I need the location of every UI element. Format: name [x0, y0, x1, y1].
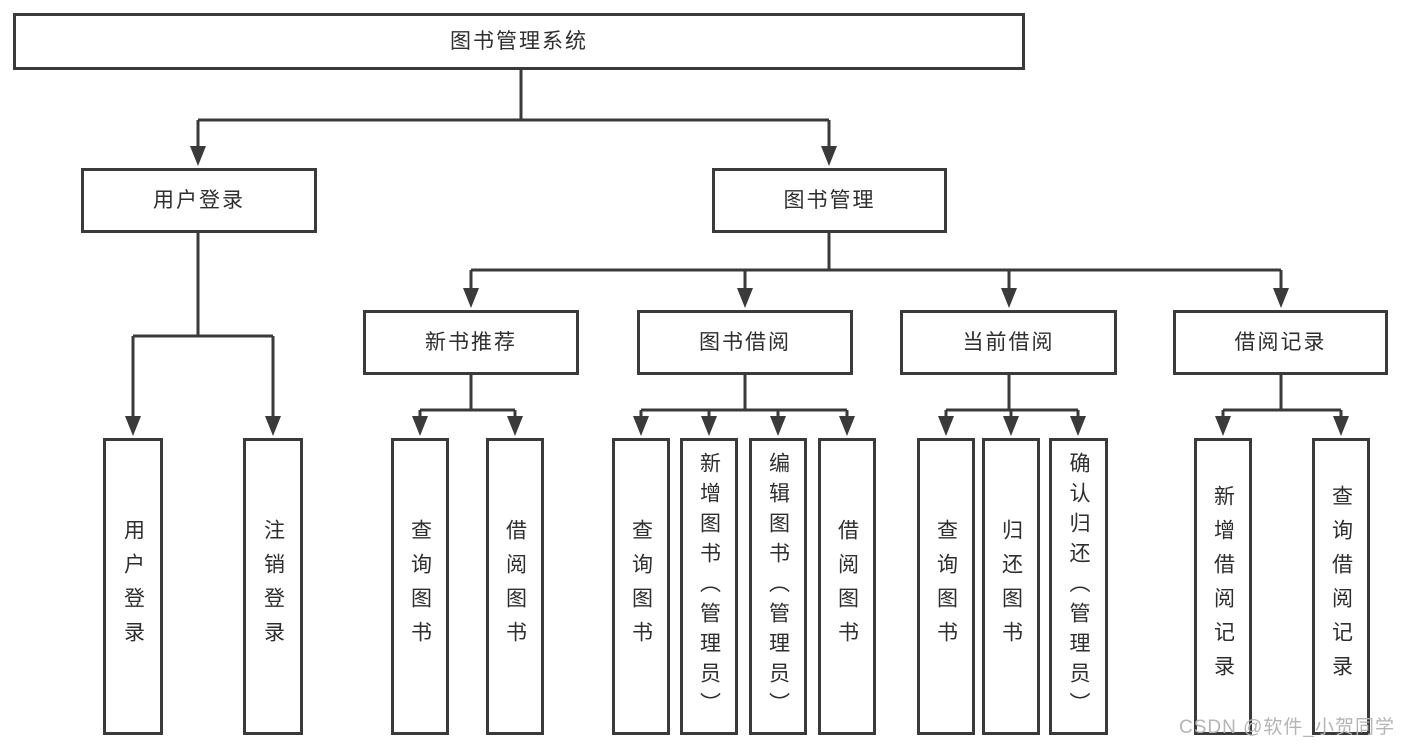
connector-root-to-level2 — [190, 70, 837, 166]
node-user-login: 用户登录 — [81, 168, 317, 233]
node-label: 借阅记录 — [1234, 331, 1327, 354]
leaf-label: 借阅图书 — [503, 518, 527, 655]
leaf-query-books-1: 查询图书 — [391, 438, 449, 735]
node-label: 新书推荐 — [425, 331, 517, 354]
node-label: 图书借阅 — [699, 331, 791, 354]
leaf-return-books: 归还图书 — [982, 438, 1040, 735]
leaf-label: 用户登录 — [121, 518, 145, 655]
connector-book-borrow-children — [633, 375, 855, 436]
leaf-label: 新增借阅记录 — [1211, 484, 1235, 689]
leaf-logout: 注销登录 — [243, 438, 303, 735]
leaf-label: 借阅图书 — [835, 518, 859, 655]
connector-current-borrow-children — [938, 375, 1086, 436]
leaf-label: 查询图书 — [408, 518, 432, 655]
leaf-query-books-2: 查询图书 — [612, 438, 670, 735]
leaf-label: 注销登录 — [261, 518, 285, 655]
leaf-label: 查询图书 — [629, 518, 653, 655]
node-new-book-recommend: 新书推荐 — [363, 310, 579, 375]
node-borrow-records: 借阅记录 — [1173, 310, 1388, 375]
node-book-borrow: 图书借阅 — [637, 310, 853, 375]
node-current-borrow: 当前借阅 — [900, 310, 1117, 375]
watermark: CSDN @软件_小贺同学 — [1179, 717, 1395, 738]
node-label: 图书管理 — [783, 189, 876, 212]
leaf-borrow-books-2: 借阅图书 — [818, 438, 876, 735]
node-book-management: 图书管理 — [712, 168, 947, 233]
leaf-label: 查询借阅记录 — [1329, 484, 1353, 689]
node-library-management-system: 图书管理系统 — [13, 13, 1025, 70]
leaf-label: 编辑图书（管理员） — [766, 451, 790, 722]
leaf-edit-books-admin: 编辑图书（管理员） — [749, 438, 807, 735]
leaf-user-login: 用户登录 — [103, 438, 163, 735]
leaf-label: 确认归还（管理员） — [1067, 451, 1090, 722]
leaf-borrow-books-1: 借阅图书 — [486, 438, 544, 735]
connector-book-management-children — [463, 233, 1289, 308]
leaf-query-borrow-record: 查询借阅记录 — [1312, 438, 1370, 735]
leaf-label: 归还图书 — [999, 518, 1023, 655]
node-label: 图书管理系统 — [450, 30, 588, 53]
leaf-label: 查询图书 — [934, 518, 958, 655]
node-label: 当前借阅 — [962, 331, 1055, 354]
leaf-add-books-admin: 新增图书（管理员） — [680, 438, 738, 735]
connector-user-login-children — [125, 233, 281, 436]
connector-new-book-children — [412, 375, 523, 436]
node-label: 用户登录 — [153, 189, 245, 212]
connector-borrow-records-children — [1215, 375, 1349, 436]
leaf-query-books-3: 查询图书 — [917, 438, 975, 735]
leaf-label: 新增图书（管理员） — [697, 451, 721, 722]
leaf-add-borrow-record: 新增借阅记录 — [1194, 438, 1252, 735]
leaf-confirm-return-admin: 确认归还（管理员） — [1049, 438, 1108, 735]
